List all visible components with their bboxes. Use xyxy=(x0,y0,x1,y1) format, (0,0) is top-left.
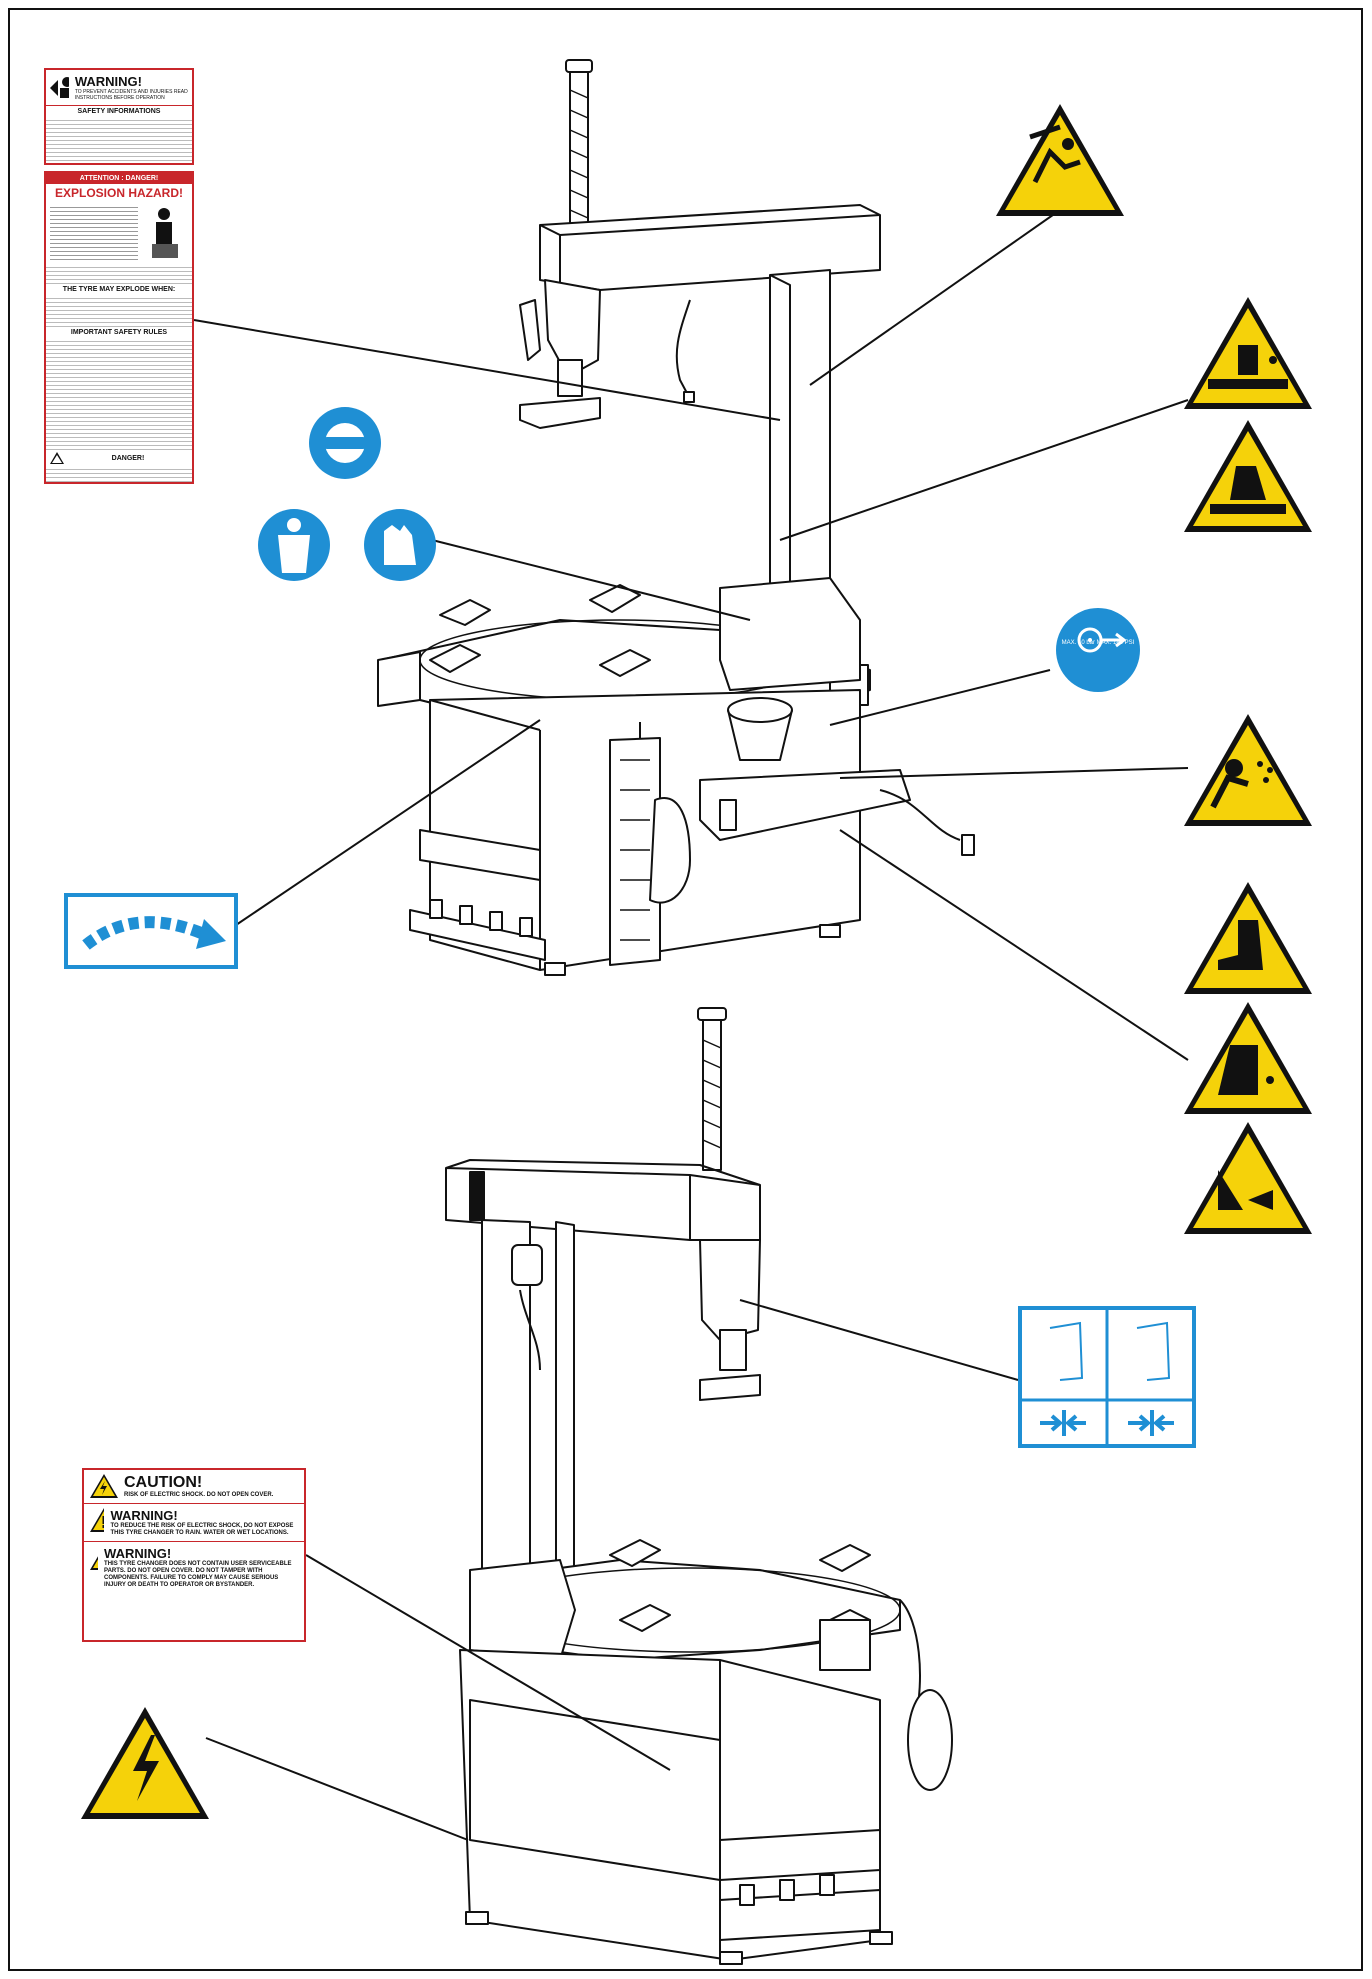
electric-shock-icon xyxy=(90,1474,118,1498)
gloves-icon xyxy=(364,509,436,581)
flying-debris-hazard-icon xyxy=(1184,714,1312,826)
electric-hazard-icon xyxy=(81,1707,209,1819)
warning2-text: THIS TYRE CHANGER DOES NOT CONTAIN USER … xyxy=(104,1561,292,1588)
warning-row-1: WARNING! TO REDUCE THE RISK OF ELECTRIC … xyxy=(84,1504,304,1542)
warning2-title: WARNING! xyxy=(104,1546,172,1561)
explode-header: THE TYRE MAY EXPLODE WHEN: xyxy=(62,286,176,293)
leader-lines xyxy=(193,209,1189,1841)
arm-crush-hazard-icon xyxy=(996,104,1124,216)
exclamation-warning-icon xyxy=(90,1556,99,1570)
page-frame xyxy=(8,8,1363,1971)
caution-title: CAUTION! xyxy=(124,1474,203,1491)
warning-title: WARNING! xyxy=(74,74,143,89)
explosion-title: EXPLOSION HAZARD! xyxy=(54,186,183,200)
foot-pinch-hazard-icon xyxy=(1184,1122,1312,1234)
warning-subtitle: TO PREVENT ACCIDENTS AND INJURIES READ I… xyxy=(74,89,188,101)
warning-section: WARNING! TO PREVENT ACCIDENTS AND INJURI… xyxy=(44,68,194,165)
eye-protection-icon xyxy=(309,407,381,479)
exclamation-warning-icon xyxy=(90,1508,105,1532)
hand-crush-hazard-icon xyxy=(1184,297,1312,409)
foot-crush-hazard-icon xyxy=(1184,882,1312,994)
caution-text: RISK OF ELECTRIC SHOCK. DO NOT OPEN COVE… xyxy=(124,1492,274,1498)
rules-header: IMPORTANT SAFETY RULES xyxy=(70,329,168,336)
pressure-gauge-icon xyxy=(1056,608,1140,692)
tyre-changer-lower xyxy=(445,1007,953,1965)
safety-header: SAFETY INFORMATIONS xyxy=(46,105,192,117)
caution-panel: CAUTION! RISK OF ELECTRIC SHOCK. DO NOT … xyxy=(82,1468,306,1642)
rotation-arrow-icon xyxy=(64,893,238,969)
warning1-title: WARNING! xyxy=(110,1508,178,1523)
safety-text xyxy=(46,117,192,163)
tyre-explosion-icon xyxy=(152,208,178,258)
danger-title: DANGER! xyxy=(111,454,145,462)
leg-crush-hazard-icon xyxy=(1184,1002,1312,1114)
tyre-changer-upper xyxy=(377,59,975,976)
danger-warning-icon xyxy=(50,452,64,464)
clamp-direction-icon xyxy=(1018,1306,1196,1448)
warning1-text: TO REDUCE THE RISK OF ELECTRIC SHOCK, DO… xyxy=(110,1523,294,1536)
warning-poster: WARNING! TO PREVENT ACCIDENTS AND INJURI… xyxy=(44,68,194,580)
pressure-limit-text: MAX. 10 bar MAX. 145 PSI xyxy=(1061,640,1135,646)
danger-section: ATTENTION : DANGER! EXPLOSION HAZARD! TH… xyxy=(44,171,194,484)
read-manual-icon xyxy=(50,76,69,98)
caution-row: CAUTION! RISK OF ELECTRIC SHOCK. DO NOT … xyxy=(84,1470,304,1504)
warning-row-2: WARNING! THIS TYRE CHANGER DOES NOT CONT… xyxy=(84,1542,304,1593)
hand-pinch-hazard-icon xyxy=(1184,420,1312,532)
attention-bar: ATTENTION : DANGER! xyxy=(46,173,192,184)
protective-clothing-icon xyxy=(258,509,330,581)
explosion-text xyxy=(50,204,138,262)
